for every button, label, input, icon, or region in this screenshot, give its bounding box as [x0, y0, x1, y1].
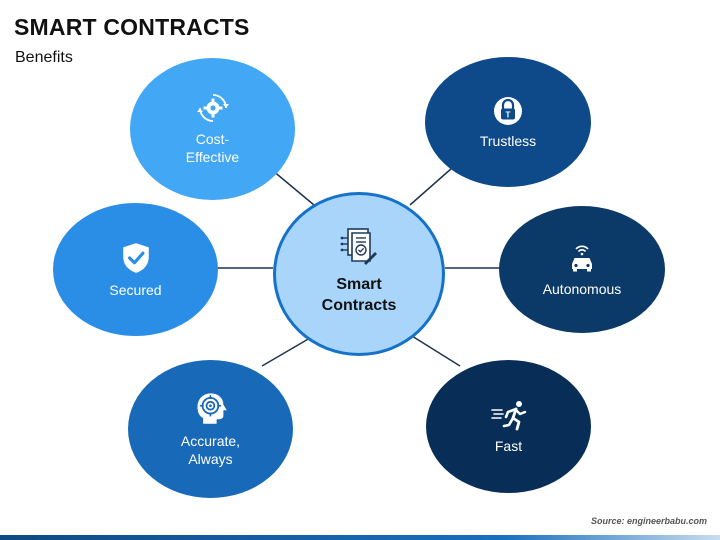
node-label-accurate-always: Accurate, Always	[180, 433, 241, 467]
connector-cost-effective	[271, 169, 315, 206]
node-label-autonomous: Autonomous	[542, 280, 622, 297]
node-secured: Secured	[53, 203, 218, 336]
svg-text:T: T	[506, 111, 511, 120]
shield-check-icon	[122, 242, 149, 273]
node-autonomous: Autonomous	[499, 206, 665, 333]
node-accurate-always: Accurate, Always	[128, 360, 293, 498]
autonomous-car-icon	[572, 244, 592, 271]
target-head-icon	[197, 393, 227, 424]
node-trustless: T Trustless	[425, 57, 591, 187]
contract-document-icon	[340, 228, 377, 265]
connector-accurate	[261, 337, 311, 367]
node-cost-effective: Cost- Effective	[130, 58, 295, 200]
page-subtitle: Benefits	[15, 49, 73, 66]
page-title: SMART CONTRACTS	[14, 14, 250, 40]
center-label: Smart Contracts	[321, 276, 397, 314]
node-label-fast: Fast	[494, 437, 523, 454]
node-label-secured: Secured	[109, 281, 162, 298]
gear-cycle-icon	[196, 94, 229, 122]
center-node-smart-contracts: Smart Contracts	[273, 192, 445, 356]
bottom-accent-bar	[0, 535, 720, 540]
node-label-cost-effective: Cost- Effective	[185, 131, 240, 165]
node-label-trustless: Trustless	[479, 133, 537, 149]
running-person-icon	[490, 400, 526, 430]
connector-trustless	[409, 167, 453, 206]
node-fast: Fast	[426, 360, 591, 493]
lock-icon: T	[494, 97, 522, 125]
source-credit: Source: engineerbabu.com	[590, 516, 707, 526]
connector-fast	[411, 335, 461, 367]
